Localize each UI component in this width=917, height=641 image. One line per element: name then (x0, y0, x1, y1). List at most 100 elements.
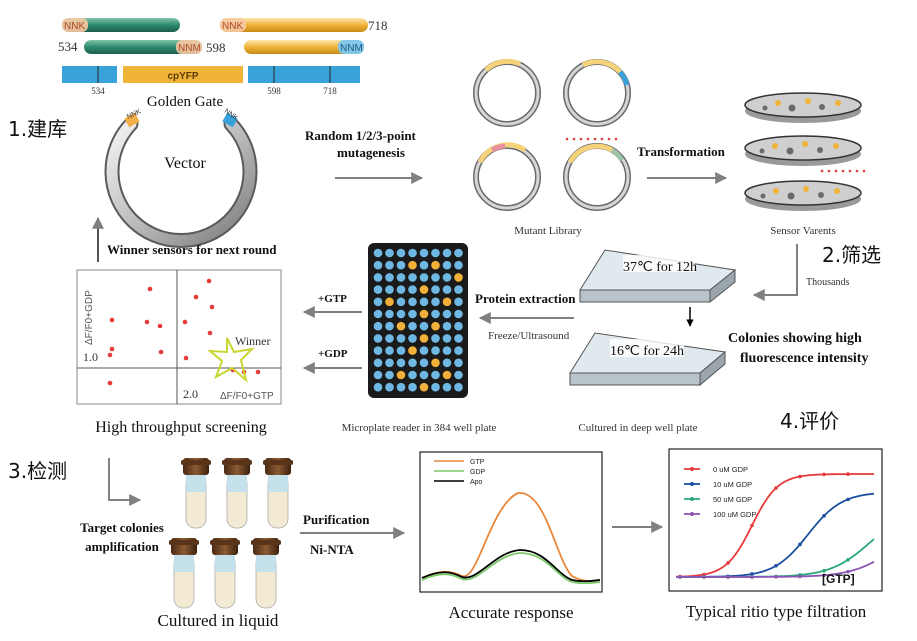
winner-label: Winner (235, 334, 271, 348)
ninta-label: Ni-NTA (310, 542, 354, 557)
well (396, 334, 406, 343)
well (442, 334, 452, 343)
titration-xlabel: [GTP] (822, 572, 855, 586)
nnm-mid-label: NNM (178, 43, 201, 54)
tick-718: 718 (323, 86, 337, 96)
well (442, 273, 452, 282)
well (373, 260, 383, 270)
step-2-label: 2.筛选 (822, 243, 881, 267)
mutagenesis-label-1: Random 1/2/3-point (305, 128, 417, 143)
titration-curves (676, 472, 875, 579)
well (442, 370, 452, 380)
well (442, 382, 452, 392)
petri-red-dots (820, 169, 866, 173)
mutant-plasmid-3 (473, 142, 541, 211)
well (373, 285, 383, 294)
teal-fragment-bottom (84, 40, 202, 54)
scatter-point (157, 323, 163, 329)
petri-dish-1 (744, 92, 862, 123)
well (385, 370, 394, 380)
scatter-point (207, 330, 213, 336)
well (385, 334, 394, 343)
well (373, 297, 383, 307)
well (373, 370, 383, 380)
blue-segment-left (62, 66, 117, 83)
well (396, 273, 406, 282)
well (442, 358, 452, 368)
vector-plasmid: NNK NNK Vector (104, 108, 258, 248)
construct-diagram: NNK NNK 718 534 NNM 598 NNM cpYFP 534 59… (58, 18, 388, 110)
culture-tube (169, 538, 199, 609)
transformation-label: Transformation (637, 144, 726, 159)
titration-legend-item: 100 uM GDP (713, 510, 756, 519)
well (385, 309, 394, 319)
legend-gdp: GDP (470, 469, 486, 476)
well (431, 309, 440, 319)
tick-598: 598 (267, 86, 281, 96)
well (454, 273, 463, 282)
well (419, 273, 429, 282)
well (419, 382, 429, 392)
well (408, 285, 417, 294)
microplate-label: Microplate reader in 384 well plate (342, 422, 497, 434)
num-598: 598 (206, 40, 226, 55)
golden-gate-label: Golden Gate (147, 94, 224, 110)
teal-fragment-top (62, 18, 180, 32)
scatter-x-tick: 2.0 (183, 387, 198, 401)
cultured-liquid-label: Cultured in liquid (158, 611, 279, 630)
freeze-label: Freeze/Ultrasound (488, 330, 570, 342)
well (454, 346, 463, 355)
well (408, 370, 417, 380)
petri-dish-3 (744, 180, 862, 211)
arrow-target-colonies (108, 458, 142, 506)
nnm-right-label: NNM (340, 43, 363, 54)
well (431, 382, 440, 392)
well (385, 260, 394, 270)
titration-legend-item: 50 uM GDP (713, 495, 752, 504)
well (385, 321, 394, 331)
target-colonies-label-1: Target colonies (80, 520, 164, 535)
well (419, 358, 429, 368)
well (373, 309, 383, 319)
well (408, 248, 417, 258)
accurate-label: Accurate response (448, 603, 573, 622)
mutant-plasmid-2 (563, 59, 631, 127)
microplate-wells (373, 248, 463, 392)
well (385, 382, 394, 392)
well (396, 346, 406, 355)
well (454, 334, 463, 343)
scatter-y-tick: 1.0 (83, 350, 98, 364)
well (408, 382, 417, 392)
well (396, 297, 406, 307)
scatter-xlabel: ΔF/F0+GTP (220, 391, 274, 402)
mutant-plasmid-1 (473, 58, 541, 127)
scatter-point (147, 286, 153, 292)
well (419, 260, 429, 270)
well (442, 260, 452, 270)
curve-apo (421, 549, 601, 583)
well (419, 370, 429, 380)
well (385, 358, 394, 368)
well (431, 321, 440, 331)
culture-tube (181, 458, 211, 529)
well (431, 346, 440, 355)
culture-tubes (169, 458, 293, 609)
well (419, 285, 429, 294)
well (408, 309, 417, 319)
well (442, 248, 452, 258)
well (419, 321, 429, 331)
scatter-ylabel: ΔF/F0+GDP (84, 290, 95, 345)
gold-fragment-bottom (244, 40, 364, 54)
well (419, 297, 429, 307)
typical-label: Typical ritio type filtration (686, 602, 867, 621)
scatter-point (183, 355, 189, 361)
well (442, 285, 452, 294)
legend-gtp: GTP (470, 459, 485, 466)
mutagenesis-label-2: mutagenesis (337, 145, 405, 160)
well (431, 358, 440, 368)
well (373, 334, 383, 343)
well (408, 297, 417, 307)
well (408, 260, 417, 270)
culture-tube (222, 458, 252, 529)
